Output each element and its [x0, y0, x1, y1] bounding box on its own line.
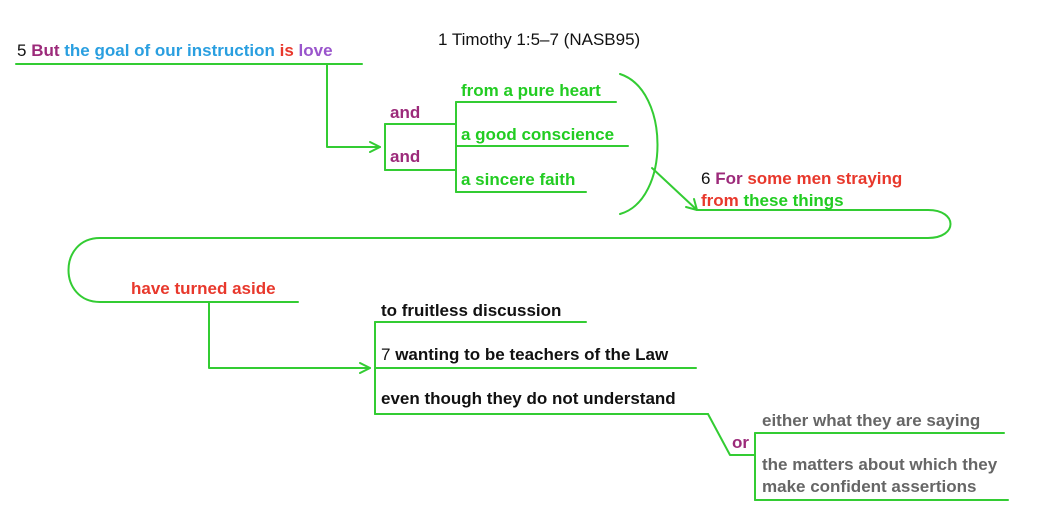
verb-connector: [208, 301, 371, 369]
verse5-number: 5: [17, 41, 27, 60]
result-item-2-text: wanting to be teachers of the Law: [395, 345, 669, 364]
verse5-subject: the goal of our instruction: [64, 41, 275, 60]
verse5-object: love: [298, 41, 333, 60]
page-title: 1 Timothy 1:5–7 (NASB95): [438, 30, 641, 49]
verse6-conjunction-for: For: [715, 169, 743, 188]
verse6-from-word: from: [701, 191, 739, 210]
love-connector: [326, 63, 381, 148]
alternative-item-2-line1: the matters about which they: [762, 455, 998, 474]
verse6-line: 6 For some men straying: [701, 169, 902, 189]
result-item-3: even though they do not understand: [381, 389, 676, 408]
source-item-2: a good conscience: [461, 125, 615, 144]
source-item-3: a sincere faith: [461, 170, 576, 189]
verse6-verb: have turned aside: [131, 279, 276, 298]
paren-to-verse6: [651, 167, 698, 211]
verse7-number: 7: [381, 345, 391, 364]
love-connector-arrow: [369, 141, 381, 153]
conjunction-and-1: and: [390, 103, 421, 122]
conjunction-or: or: [732, 433, 749, 452]
verse5-conjunction-but: But: [31, 41, 60, 60]
source-paren: [619, 73, 659, 215]
verse6-from-phrase: from these things: [701, 191, 844, 211]
verse5-verb: is: [279, 41, 294, 60]
alternative-item-1: either what they are saying: [762, 411, 981, 430]
source-item-1: from a pure heart: [461, 81, 601, 100]
verse6-subject: some men straying: [747, 169, 903, 188]
result-item-2: 7 wanting to be teachers of the Law: [381, 345, 668, 365]
verse6-from-object: these things: [743, 191, 844, 210]
result-item-1: to fruitless discussion: [381, 301, 562, 320]
verse6-number: 6: [701, 169, 711, 188]
verse5-line: 5 But the goal of our instruction is lov…: [17, 41, 333, 61]
conjunction-and-2: and: [390, 147, 421, 166]
alternative-item-2-line2: make confident assertions: [762, 477, 977, 496]
